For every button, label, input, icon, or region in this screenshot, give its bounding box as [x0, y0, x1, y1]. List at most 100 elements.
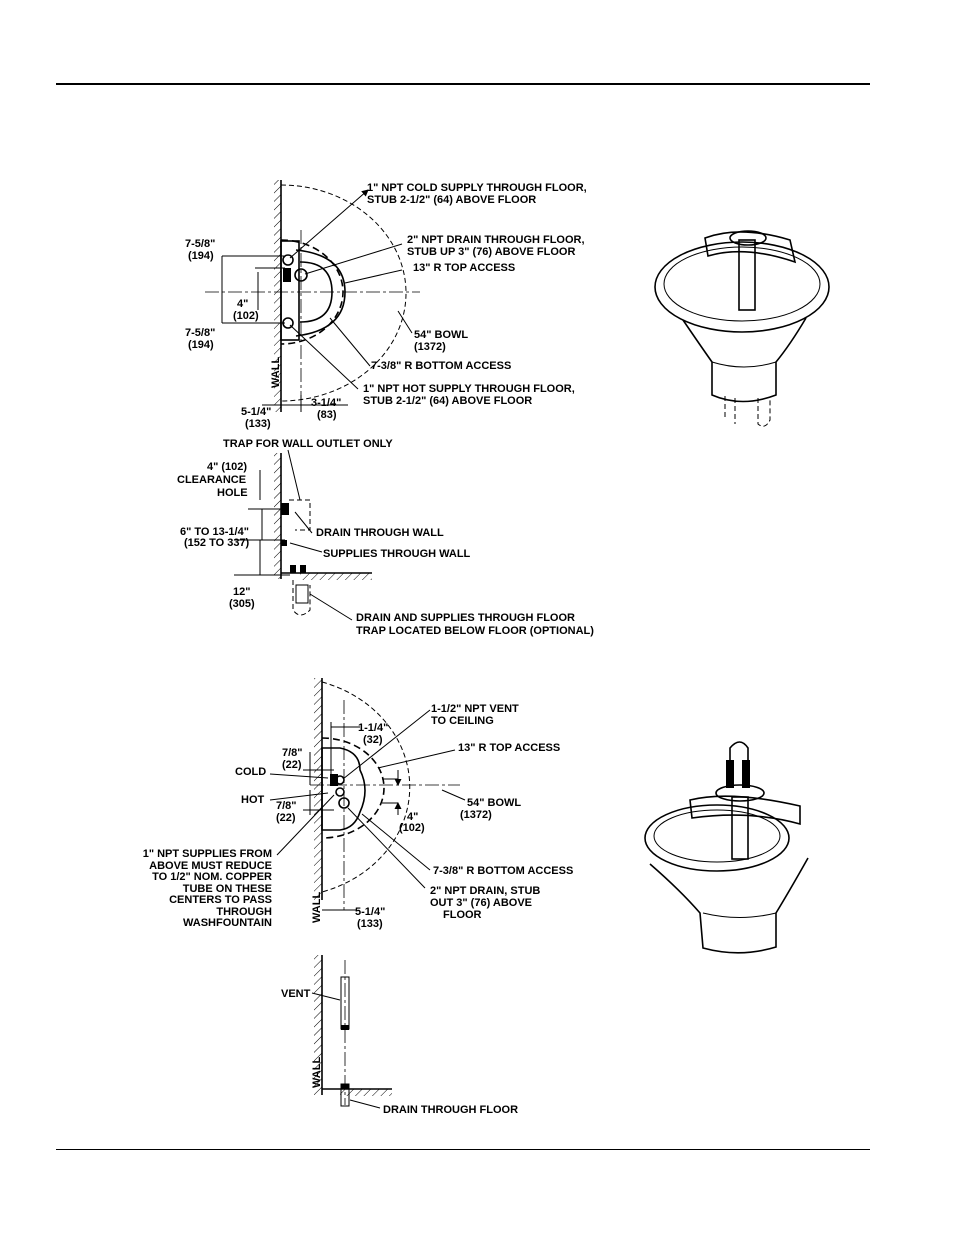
svg-text:DRAIN THROUGH FLOOR: DRAIN THROUGH FLOOR [383, 1104, 518, 1116]
dim-7-8-top-1: 7/8" [282, 747, 303, 759]
top-plan-view: 1" NPT COLD SUPPLY THROUGH FLOOR, STUB 2… [185, 180, 587, 430]
vent-label-1: 1-1/2" NPT VENT [431, 703, 519, 715]
dim-4-2: (102) [399, 822, 425, 834]
svg-text:(32): (32) [363, 734, 383, 746]
svg-text:13" R TOP ACCESS: 13" R TOP ACCESS [413, 262, 515, 274]
dim-lower-1: 7-5/8" [185, 327, 215, 339]
cold-supply-label-2: STUB 2-1/2" (64) ABOVE FLOOR [367, 194, 536, 206]
supplies-above-1: 1" NPT SUPPLIES FROM [143, 848, 272, 860]
supplies-above-7: WASHFOUNTAIN [183, 917, 272, 929]
wall-label: WALL [270, 357, 282, 388]
svg-text:(305): (305) [229, 598, 255, 610]
svg-text:TO 1/2" NOM. COPPER: TO 1/2" NOM. COPPER [152, 871, 272, 883]
floor-note-2: TRAP LOCATED BELOW FLOOR (OPTIONAL) [356, 625, 594, 637]
svg-text:(83): (83) [317, 409, 337, 421]
footer-rule [56, 1149, 870, 1150]
drain-stub-2: OUT 3" (76) ABOVE [430, 897, 532, 909]
floor-note-1: DRAIN AND SUPPLIES THROUGH FLOOR [356, 612, 575, 624]
hot-label: HOT [241, 794, 265, 806]
svg-text:6" TO 13-1/4": 6" TO 13-1/4" [180, 526, 249, 538]
svg-text:WALL: WALL [311, 892, 323, 923]
svg-text:7-5/8": 7-5/8" [185, 327, 215, 339]
svg-text:WALL: WALL [311, 1057, 323, 1088]
svg-text:ABOVE MUST REDUCE: ABOVE MUST REDUCE [149, 860, 272, 872]
svg-text:54" BOWL: 54" BOWL [414, 329, 468, 341]
dim-5-1-4-1: 5-1/4" [241, 406, 271, 418]
svg-text:(102): (102) [233, 310, 259, 322]
supplies-wall-label: SUPPLIES THROUGH WALL [323, 548, 471, 560]
bowl-label-2: (1372) [414, 341, 446, 353]
clearance-2: CLEARANCE [177, 474, 246, 486]
svg-text:13" R TOP ACCESS: 13" R TOP ACCESS [458, 742, 560, 754]
svg-text:(133): (133) [357, 918, 383, 930]
svg-text:7-5/8": 7-5/8" [185, 238, 215, 250]
trap-label: TRAP FOR WALL OUTLET ONLY [223, 438, 393, 450]
svg-text:4": 4" [237, 298, 248, 310]
svg-text:OUT 3" (76) ABOVE: OUT 3" (76) ABOVE [430, 897, 532, 909]
svg-text:1" NPT HOT SUPPLY THROUGH FLOO: 1" NPT HOT SUPPLY THROUGH FLOOR, [363, 383, 575, 395]
drain-floor-label-1: 2" NPT DRAIN THROUGH FLOOR, [407, 234, 585, 246]
top-access-label-b: 13" R TOP ACCESS [458, 742, 560, 754]
dim-1-1-4-1: 1-1/4" [358, 722, 388, 734]
bottom-access-label: 7-3/8" R BOTTOM ACCESS [371, 360, 511, 372]
svg-text:CENTERS TO PASS: CENTERS TO PASS [169, 894, 272, 906]
bottom-access-label-b: 7-3/8" R BOTTOM ACCESS [433, 865, 573, 877]
dim-3-1-4-1: 3-1/4" [311, 397, 341, 409]
svg-text:TUBE ON THESE: TUBE ON THESE [183, 883, 272, 895]
svg-text:DRAIN AND SUPPLIES THROUGH FLO: DRAIN AND SUPPLIES THROUGH FLOOR [356, 612, 575, 624]
drain-floor-label-v: DRAIN THROUGH FLOOR [383, 1104, 518, 1116]
svg-text:(102): (102) [399, 822, 425, 834]
vent-label-v: VENT [281, 988, 311, 1000]
header-rule [56, 83, 870, 85]
svg-text:(194): (194) [188, 339, 214, 351]
svg-text:12": 12" [233, 586, 250, 598]
vent-elevation-view: VENT WALL DRAIN THROUGH FLOOR [281, 955, 518, 1116]
dim-5-1-4-2: (133) [245, 418, 271, 430]
svg-text:3-1/4": 3-1/4" [311, 397, 341, 409]
supplies-above-6: THROUGH [216, 906, 272, 918]
bottom-plan-view: 1-1/2" NPT VENT TO CEILING 1-1/4" (32) 1… [143, 678, 573, 930]
drain-wall-label: DRAIN THROUGH WALL [316, 527, 444, 539]
svg-text:SUPPLIES THROUGH WALL: SUPPLIES THROUGH WALL [323, 548, 471, 560]
washfountain-floor-supply-illustration [654, 230, 830, 427]
bowl-outline [280, 184, 407, 402]
svg-text:4" (102): 4" (102) [207, 461, 247, 473]
svg-text:VENT: VENT [281, 988, 311, 1000]
cold-label: COLD [235, 766, 266, 778]
supplies-above-4: TUBE ON THESE [183, 883, 272, 895]
svg-text:(1372): (1372) [460, 809, 492, 821]
svg-text:STUB 2-1/2" (64) ABOVE FLOOR: STUB 2-1/2" (64) ABOVE FLOOR [367, 194, 536, 206]
svg-text:7-3/8" R BOTTOM ACCESS: 7-3/8" R BOTTOM ACCESS [433, 865, 573, 877]
svg-text:FLOOR: FLOOR [443, 909, 482, 921]
svg-text:(1372): (1372) [414, 341, 446, 353]
svg-text:HOLE: HOLE [217, 487, 248, 499]
wall-label-v: WALL [311, 1057, 323, 1088]
cold-supply-label-1: 1" NPT COLD SUPPLY THROUGH FLOOR, [367, 182, 587, 194]
dim-7-8-bottom-1: 7/8" [276, 800, 297, 812]
vent-label-2: TO CEILING [431, 715, 494, 727]
wall-label-b: WALL [311, 892, 323, 923]
hot-supply-label-2: STUB 2-1/2" (64) ABOVE FLOOR [363, 395, 532, 407]
dim-upper-1: 7-5/8" [185, 238, 215, 250]
svg-text:2" NPT DRAIN THROUGH FLOOR,: 2" NPT DRAIN THROUGH FLOOR, [407, 234, 585, 246]
svg-text:7/8": 7/8" [276, 800, 297, 812]
svg-text:COLD: COLD [235, 766, 266, 778]
svg-text:5-1/4": 5-1/4" [355, 906, 385, 918]
cold-supply-pipe [282, 254, 294, 266]
svg-text:(22): (22) [282, 759, 302, 771]
dim-upper-2: (194) [188, 250, 214, 262]
svg-text:(22): (22) [276, 812, 296, 824]
drain-floor-label-2: STUB UP 3" (76) ABOVE FLOOR [407, 246, 575, 258]
dim-mid-2: (102) [233, 310, 259, 322]
svg-text:TRAP FOR WALL OUTLET ONLY: TRAP FOR WALL OUTLET ONLY [223, 438, 393, 450]
dim-7-8-top-2: (22) [282, 759, 302, 771]
drain-stub-1: 2" NPT DRAIN, STUB [430, 885, 540, 897]
dim-1-1-4-2: (32) [363, 734, 383, 746]
side-elevation-view: TRAP FOR WALL OUTLET ONLY 4" (102) CLEAR… [177, 438, 594, 637]
dim-5-1-4-b1: 5-1/4" [355, 906, 385, 918]
svg-text:(133): (133) [245, 418, 271, 430]
svg-text:STUB UP 3" (76) ABOVE FLOOR: STUB UP 3" (76) ABOVE FLOOR [407, 246, 575, 258]
dim-5-1-4-b2: (133) [357, 918, 383, 930]
supplies-above-5: CENTERS TO PASS [169, 894, 272, 906]
svg-text:(194): (194) [188, 250, 214, 262]
